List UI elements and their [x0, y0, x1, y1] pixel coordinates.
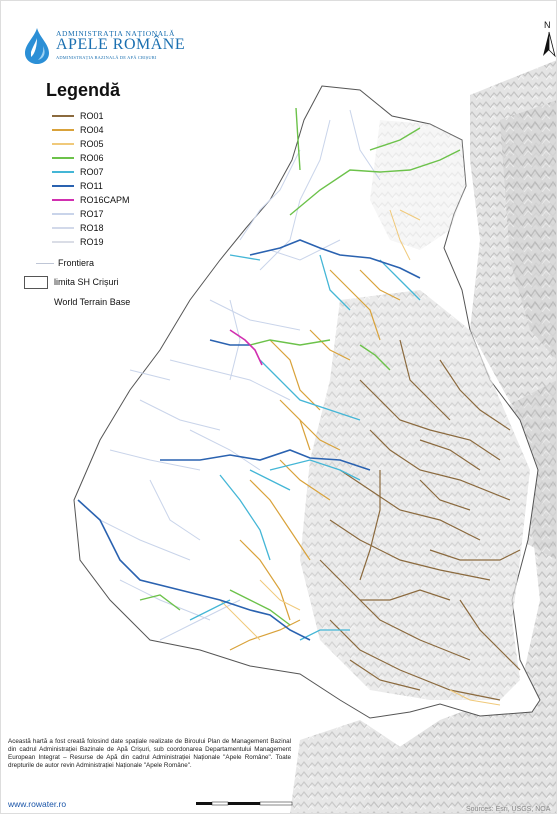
legend-label: RO01	[80, 111, 104, 121]
rivers-ro01	[319, 339, 521, 701]
credits-text: Această hartă a fost creată folosind dat…	[8, 738, 291, 769]
sources-text: Sources: Esri, USGS, NOA	[466, 806, 551, 813]
legend-label: RO18	[80, 223, 104, 233]
legend-label: RO16CAPM	[80, 195, 130, 205]
rivers-ro11	[77, 239, 421, 641]
legend-label: RO05	[80, 139, 104, 149]
legend-item: RO06	[52, 152, 104, 164]
rivers-ro16capm	[229, 329, 263, 366]
rivers-ro05	[219, 209, 501, 706]
legend-item: RO01	[52, 110, 104, 122]
legend-item: RO04	[52, 124, 104, 136]
legend-item: RO11	[52, 180, 103, 192]
legend-item: RO07	[52, 166, 104, 178]
legend-label: RO06	[80, 153, 104, 163]
rivers-ro04	[229, 269, 401, 651]
scale-bar	[196, 801, 293, 806]
water-drop-icon	[25, 28, 49, 64]
legend-swatch	[52, 185, 74, 187]
apele-romane-logo: ADMINISTRAȚIA NAȚIONALĂ APELE ROMÂNE ADM…	[22, 26, 192, 70]
legend-item: RO18	[52, 222, 104, 234]
legend-swatch	[52, 199, 74, 201]
north-arrow: N	[541, 20, 557, 60]
legend-swatch	[52, 157, 74, 159]
north-arrow-icon	[543, 31, 556, 58]
logo-line2: APELE ROMÂNE	[56, 36, 186, 53]
legend-item: RO16CAPM	[52, 194, 130, 206]
legend-label: RO11	[80, 181, 103, 191]
legend-swatch	[52, 213, 74, 215]
legend-swatch	[52, 171, 74, 173]
legend-label: RO17	[80, 209, 104, 219]
rivers-ro06	[139, 107, 461, 626]
frontiera-label: Frontiera	[58, 258, 95, 268]
rivers-ro07	[189, 254, 421, 641]
north-letter: N	[544, 20, 551, 30]
logo-line1: ADMINISTRAȚIA NAȚIONALĂ	[56, 29, 175, 38]
logo-line3: ADMINISTRAȚIA BAZINALĂ DE APĂ CRIȘURI	[56, 55, 157, 60]
legend-terrain: World Terrain Base	[54, 296, 130, 308]
rivers-ro17-ro19	[99, 109, 381, 641]
legend-swatch	[52, 143, 74, 145]
legend-swatch	[52, 241, 74, 243]
limita-label: limita SH Crișuri	[54, 277, 119, 287]
website-link[interactable]: www.rowater.ro	[8, 799, 67, 809]
legend-title: Legendă	[46, 80, 121, 100]
legend-swatch	[52, 115, 74, 117]
limita-swatch	[24, 275, 48, 289]
legend-label: RO19	[80, 237, 104, 247]
legend-limita: limita SH Crișuri	[24, 275, 119, 289]
legend-frontiera: Frontiera	[36, 257, 94, 269]
legend-item: RO17	[52, 208, 104, 220]
frontiera-swatch	[36, 262, 54, 264]
legend-item: RO19	[52, 236, 104, 248]
legend-swatch	[52, 129, 74, 131]
legend-swatch	[52, 227, 74, 229]
terrain-label: World Terrain Base	[54, 297, 131, 307]
legend-item: RO05	[52, 138, 104, 150]
legend-label: RO04	[80, 125, 104, 135]
legend-label: RO07	[80, 167, 104, 177]
